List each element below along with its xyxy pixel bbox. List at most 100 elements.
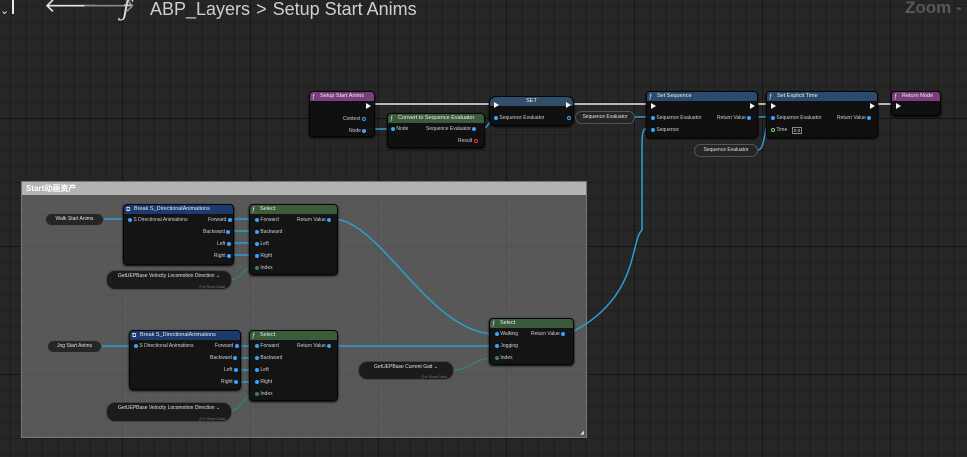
jog-start-anims-variable[interactable]: Jog Start Anims xyxy=(47,340,102,353)
break-header: ⧉Break S_DirectionalAnimations xyxy=(130,331,240,340)
left-in-pin[interactable]: Left xyxy=(255,367,269,374)
walk-start-anims-variable[interactable]: Walk Start Anims xyxy=(45,213,104,226)
node-pin[interactable]: Node xyxy=(349,128,367,135)
index-in-pin[interactable]: Index xyxy=(495,355,513,362)
breadcrumb-root[interactable]: ABP_Layers xyxy=(150,0,251,19)
sequence-evaluator-in-pin[interactable]: Sequence Evaluator xyxy=(494,115,544,122)
break-directional-animations-walk[interactable]: ⧉Break S_DirectionalAnimations S Directi… xyxy=(123,204,234,265)
return-value-pin[interactable]: Return Value xyxy=(297,217,332,224)
exec-in-pin[interactable] xyxy=(651,103,656,109)
function-icon: ƒ xyxy=(492,321,496,327)
break-header: ⧉Break S_DirectionalAnimations xyxy=(124,205,233,214)
left-out-pin[interactable]: Left xyxy=(217,241,231,248)
forward-in-pin[interactable]: Forward xyxy=(255,343,279,350)
backward-in-pin[interactable]: Backward xyxy=(255,355,282,362)
struct-in-pin[interactable]: S Directional Animations xyxy=(128,217,188,224)
index-in-pin[interactable]: Index xyxy=(255,391,273,398)
sequence-evaluator-in-pin[interactable]: Sequence Evaluator xyxy=(651,115,701,122)
exec-in-pin[interactable] xyxy=(771,103,776,109)
exec-out-pin[interactable] xyxy=(750,103,755,109)
return-value-pin[interactable]: Return Value xyxy=(837,115,872,122)
function-icon: ƒ xyxy=(312,94,316,100)
function-icon: ƒ xyxy=(894,94,898,100)
sequence-evaluator-variable-2[interactable]: Sequence Evaluator xyxy=(694,144,758,157)
exec-out-pin[interactable] xyxy=(366,103,371,109)
context-pin[interactable]: Context xyxy=(343,116,366,123)
back-arrow-icon[interactable]: 🡐 xyxy=(44,0,98,17)
forward-arrow-icon[interactable]: 🡒 xyxy=(82,0,136,17)
left-out-pin[interactable]: Left xyxy=(224,367,238,374)
exec-in-pin[interactable] xyxy=(494,102,499,108)
jogging-in-pin[interactable]: Jogging xyxy=(495,343,518,350)
exec-out-pin[interactable] xyxy=(566,102,571,108)
comment-title[interactable]: Start动画资产 xyxy=(22,182,586,195)
walking-in-pin[interactable]: Walking xyxy=(495,331,518,338)
breadcrumb: ƒ ABP_Layers > Setup Start Anims xyxy=(122,0,417,22)
function-icon: ƒ xyxy=(252,333,256,339)
right-in-pin[interactable]: Right xyxy=(255,379,272,386)
breadcrumb-separator: > xyxy=(256,0,267,19)
function-icon: ƒ xyxy=(649,94,653,100)
right-out-pin[interactable]: Right xyxy=(214,253,232,260)
time-pin[interactable]: Time xyxy=(771,127,787,134)
set-header: SET xyxy=(490,97,573,106)
sequence-evaluator-out-pin[interactable]: Sequence Evaluator xyxy=(426,126,477,133)
node-in-pin[interactable]: Node xyxy=(391,126,408,133)
function-icon: ƒ xyxy=(390,116,394,122)
sequence-evaluator-variable-1[interactable]: Sequence Evaluator xyxy=(575,111,635,124)
function-icon: ƒ xyxy=(769,94,773,100)
chevron-down-icon[interactable]: ⌄ xyxy=(0,5,10,17)
backward-in-pin[interactable]: Backward xyxy=(255,229,282,236)
exec-out-pin[interactable] xyxy=(870,103,875,109)
index-in-pin[interactable]: Index xyxy=(255,265,273,272)
set-node[interactable]: SET Sequence Evaluator xyxy=(489,96,574,126)
right-in-pin[interactable]: Right xyxy=(255,253,272,260)
backward-out-pin[interactable]: Backward xyxy=(203,229,231,236)
exec-in-pin[interactable] xyxy=(896,103,901,109)
break-directional-animations-jog[interactable]: ⧉Break S_DirectionalAnimations S Directi… xyxy=(129,330,241,390)
return-value-pin[interactable]: Return Value xyxy=(297,343,332,350)
result-pin[interactable]: Result xyxy=(458,138,478,145)
sequence-evaluator-in-pin[interactable]: Sequence Evaluator xyxy=(771,115,821,122)
zoom-label: Zoom - xyxy=(905,0,962,17)
resize-handle-icon[interactable]: ◢ xyxy=(580,430,584,436)
return-value-pin[interactable]: Return Value xyxy=(531,331,566,338)
sequence-in-pin[interactable]: Sequence xyxy=(651,127,679,134)
current-gait-node[interactable]: GetUEPBase Current Gait ⌄ (For Show Data… xyxy=(358,361,454,380)
right-out-pin[interactable]: Right xyxy=(221,379,239,386)
return-value-pin[interactable]: Return Value xyxy=(717,115,752,122)
velocity-direction-node-2[interactable]: GetUEPBase Velocity Locomotion Direction… xyxy=(106,402,232,422)
forward-in-pin[interactable]: Forward xyxy=(255,217,279,224)
set-out-pin[interactable] xyxy=(567,115,571,122)
graph-toolbar: ⌄ 🡐 🡒 ƒ ABP_Layers > Setup Start Anims Z… xyxy=(0,0,967,22)
velocity-direction-node-1[interactable]: GetUEPBase Velocity Locomotion Direction… xyxy=(106,270,232,290)
struct-icon: ⧉ xyxy=(126,207,131,213)
forward-out-pin[interactable]: Forward xyxy=(208,217,232,224)
struct-icon: ⧉ xyxy=(132,333,137,339)
breadcrumb-current: Setup Start Anims xyxy=(272,0,417,19)
function-icon: ƒ xyxy=(252,207,256,213)
function-icon: ƒ xyxy=(122,0,131,22)
backward-out-pin[interactable]: Backward xyxy=(210,355,238,362)
time-value-field[interactable]: 0.0 xyxy=(792,127,802,134)
left-in-pin[interactable]: Left xyxy=(255,241,269,248)
forward-out-pin[interactable]: Forward xyxy=(215,343,239,350)
struct-in-pin[interactable]: S Directional Animations xyxy=(134,343,194,350)
